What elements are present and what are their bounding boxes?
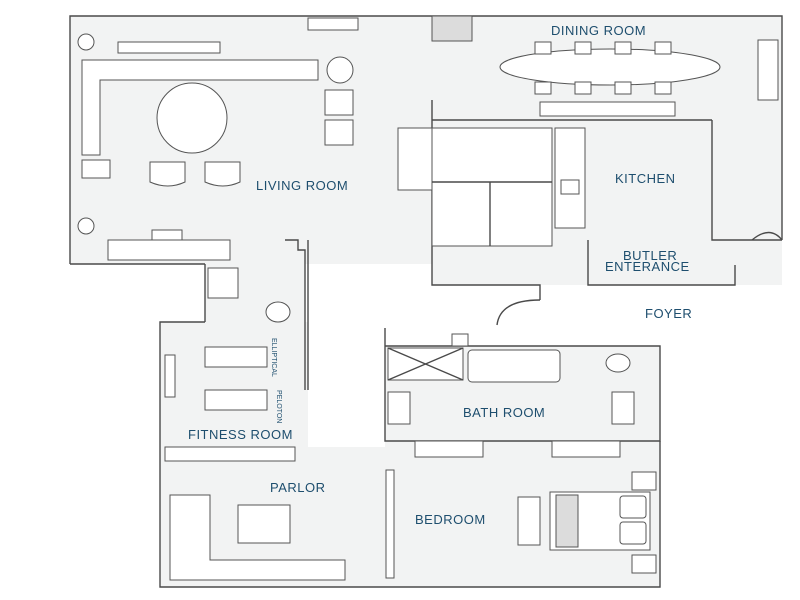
- fireplace: [397, 127, 433, 191]
- dining-table: [499, 48, 721, 86]
- dining-chair: [574, 41, 592, 55]
- dining-chair: [534, 41, 552, 55]
- shower-line: [387, 347, 464, 381]
- fitness-room-label: FITNESS ROOM: [188, 427, 293, 442]
- side-table: [326, 56, 354, 84]
- outer-wall-top: [69, 15, 783, 264]
- bath-room-label: BATH ROOM: [463, 405, 545, 420]
- armchair: [149, 161, 186, 187]
- peloton-label: PELOTON: [275, 390, 282, 423]
- living-room-label: LIVING ROOM: [256, 178, 348, 193]
- parlor-sofa: [169, 494, 346, 581]
- ottoman: [324, 119, 354, 146]
- dining-furniture: [431, 15, 779, 117]
- kitchen-furniture: [431, 127, 586, 247]
- butler-wall: [587, 240, 736, 286]
- walls: [69, 15, 783, 588]
- pillow: [619, 495, 647, 519]
- credenza: [307, 17, 359, 31]
- bath-cabinet: [451, 333, 469, 347]
- console-table: [117, 41, 221, 54]
- bathtub: [467, 349, 561, 383]
- toilet: [605, 353, 631, 373]
- parlor-label: PARLOR: [270, 480, 326, 495]
- column: [431, 15, 473, 42]
- living-furniture: [77, 17, 433, 261]
- weight-bench: [164, 446, 296, 462]
- elliptical-machine: [204, 346, 268, 368]
- kitchen-door-arc: [751, 231, 783, 241]
- fitness-wall: [159, 321, 388, 588]
- fitness-floor: [160, 322, 308, 447]
- ottoman: [324, 89, 354, 116]
- butler-entrance-label: BUTLER: [623, 248, 677, 263]
- elliptical-label: ELLIPTICAL: [270, 338, 277, 377]
- parlor-table: [237, 504, 291, 544]
- kitchen-right-wall: [711, 120, 782, 241]
- wall-mirror: [164, 354, 176, 398]
- dining-chair: [614, 81, 632, 95]
- plant: [77, 217, 95, 235]
- parlor-mirror: [385, 469, 395, 579]
- tv: [151, 229, 183, 241]
- vanity-sink: [611, 391, 635, 425]
- bedroom-furniture: [517, 471, 657, 574]
- bedroom-wall: [388, 441, 661, 588]
- parlor-furniture: [169, 469, 395, 581]
- sectional-sofa: [81, 59, 319, 156]
- nightstand: [631, 471, 657, 491]
- dining-room-label: DINING ROOM: [551, 23, 646, 38]
- end-table: [81, 159, 111, 179]
- plant: [77, 33, 95, 51]
- butler-entrance-label-2: ENTERANCE: [605, 259, 690, 274]
- kitchen-island: [431, 127, 553, 247]
- bed-blanket: [555, 494, 579, 548]
- hall-right-wall: [285, 239, 306, 390]
- sideboard: [539, 101, 676, 117]
- nightstand: [631, 554, 657, 574]
- foyer-label: FOYER: [645, 306, 692, 321]
- dining-chair: [574, 81, 592, 95]
- dining-chair: [654, 41, 672, 55]
- bath-furniture: [387, 333, 635, 458]
- hall-chair: [265, 301, 291, 323]
- armchair: [204, 161, 241, 187]
- hall-cabinet: [207, 267, 239, 299]
- kitchen-sink: [560, 179, 580, 195]
- closet: [414, 440, 484, 458]
- vanity-sink: [387, 391, 411, 425]
- bench: [517, 496, 541, 546]
- pillow: [619, 521, 647, 545]
- kitchen-counter: [554, 127, 586, 229]
- dining-chair: [534, 81, 552, 95]
- cabinet: [757, 39, 779, 101]
- coffee-table: [156, 82, 228, 154]
- kitchen-label: KITCHEN: [615, 171, 676, 186]
- peloton-bike: [204, 389, 268, 411]
- room-labels: DINING ROOM LIVING ROOM KITCHEN BUTLER E…: [188, 23, 692, 527]
- foyer-door-arc: [496, 299, 541, 326]
- dining-chair: [614, 41, 632, 55]
- dining-chair: [654, 81, 672, 95]
- fitness-furniture: [164, 267, 296, 462]
- bedroom-label: BEDROOM: [415, 512, 486, 527]
- media-console: [107, 239, 231, 261]
- closet: [551, 440, 621, 458]
